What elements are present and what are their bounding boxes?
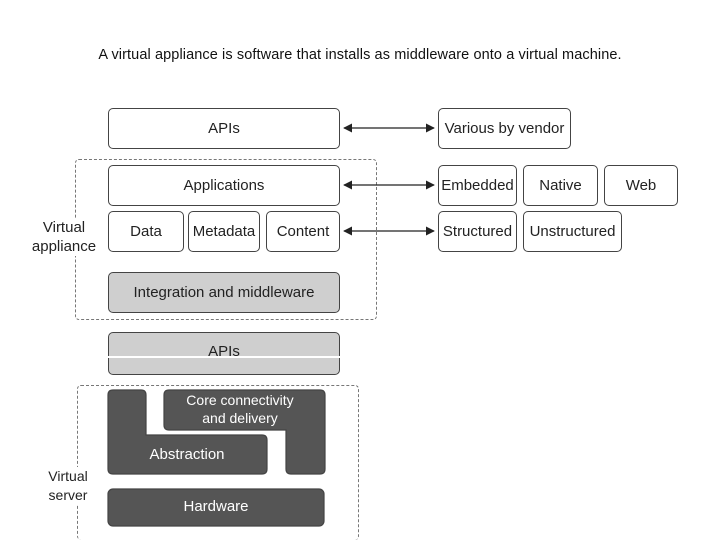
vendor-label: Various by vendor — [444, 120, 565, 137]
apis-label: APIs — [208, 120, 240, 137]
diagram-caption: A virtual appliance is software that ins… — [98, 47, 622, 63]
core-connectivity-label: Core connectivity and delivery — [186, 392, 294, 426]
unstructured-box: Unstructured — [523, 211, 622, 252]
data-label: Data — [130, 223, 162, 240]
virtual-server-label: Virtual server — [40, 467, 96, 505]
core-shape — [163, 389, 326, 475]
hardware-label: Hardware — [183, 498, 249, 515]
embedded-label: Embedded — [441, 177, 514, 194]
content-label: Content — [276, 223, 330, 240]
metadata-box: Metadata — [188, 211, 260, 252]
apis-lower-cut-line — [100, 356, 345, 358]
integration-label: Integration and middleware — [133, 284, 315, 301]
unstructured-label: Unstructured — [529, 223, 616, 240]
integration-box: Integration and middleware — [108, 272, 340, 313]
apis-lower-box: APIs — [108, 332, 340, 375]
apis-box: APIs — [108, 108, 340, 149]
applications-label: Applications — [183, 177, 265, 194]
data-box: Data — [108, 211, 184, 252]
web-box: Web — [604, 165, 678, 206]
web-label: Web — [625, 177, 657, 194]
native-label: Native — [539, 177, 582, 194]
content-box: Content — [266, 211, 340, 252]
metadata-label: Metadata — [192, 223, 256, 240]
virtual-server-group — [77, 385, 359, 540]
apis-lower-label: APIs — [208, 343, 240, 360]
virtual-appliance-label: Virtual appliance — [28, 218, 100, 256]
hardware-shape — [107, 488, 325, 527]
embedded-box: Embedded — [438, 165, 517, 206]
abstraction-shape — [107, 389, 268, 475]
abstraction-label: Abstraction — [149, 446, 225, 463]
structured-label: Structured — [442, 223, 513, 240]
applications-box: Applications — [108, 165, 340, 206]
native-box: Native — [523, 165, 598, 206]
structured-box: Structured — [438, 211, 517, 252]
vendor-box: Various by vendor — [438, 108, 571, 149]
